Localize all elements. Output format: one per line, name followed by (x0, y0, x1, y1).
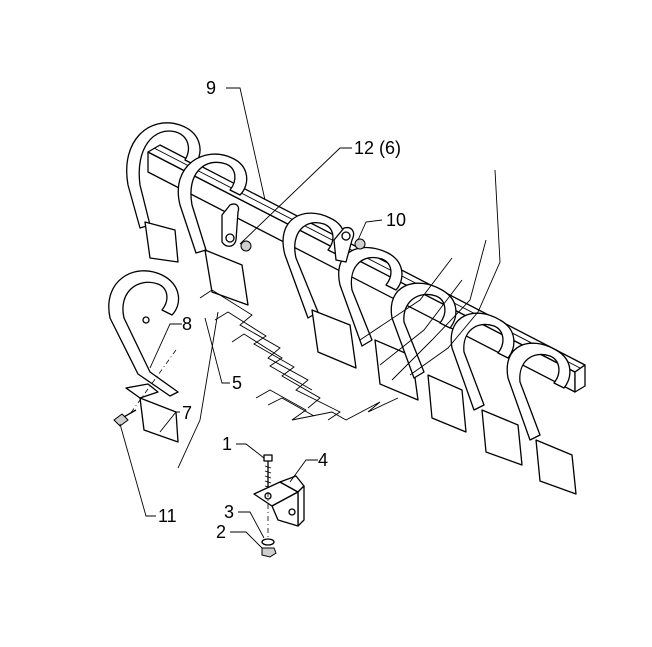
detached-tine-spring (108, 270, 180, 397)
centerline-tine (129, 349, 177, 415)
bracket-4 (253, 475, 305, 527)
tine-blade-7 (125, 383, 179, 443)
callout-10: 10 (386, 210, 406, 230)
tine-outline-guides (199, 169, 501, 421)
callout-12: 12 (6) (354, 138, 401, 158)
callout-9: 9 (206, 78, 216, 98)
tine-holder-6 (450, 312, 523, 466)
callout-2: 2 (216, 522, 226, 542)
washer-3 (261, 538, 275, 546)
tine-holder-2 (177, 153, 249, 306)
mounting-bracket-plate (221, 203, 240, 247)
tine-holder-1 (126, 122, 201, 263)
nut-10 (354, 238, 366, 250)
pivot-bracket (333, 226, 355, 263)
callout-3: 3 (224, 502, 234, 522)
callout-5: 5 (232, 373, 242, 393)
callout-11: 11 (158, 506, 177, 526)
nut-2 (261, 547, 277, 558)
callout-1: 1 (222, 434, 232, 454)
callout-7: 7 (182, 403, 192, 423)
tine-holder-3 (282, 212, 357, 369)
tine-holder-5 (390, 282, 467, 433)
tine-holder-7 (506, 342, 577, 495)
nut-12 (240, 240, 252, 252)
callout-4: 4 (318, 450, 328, 470)
callout-8: 8 (182, 314, 192, 334)
leader-lines (119, 87, 383, 549)
bolt-11 (113, 409, 137, 427)
